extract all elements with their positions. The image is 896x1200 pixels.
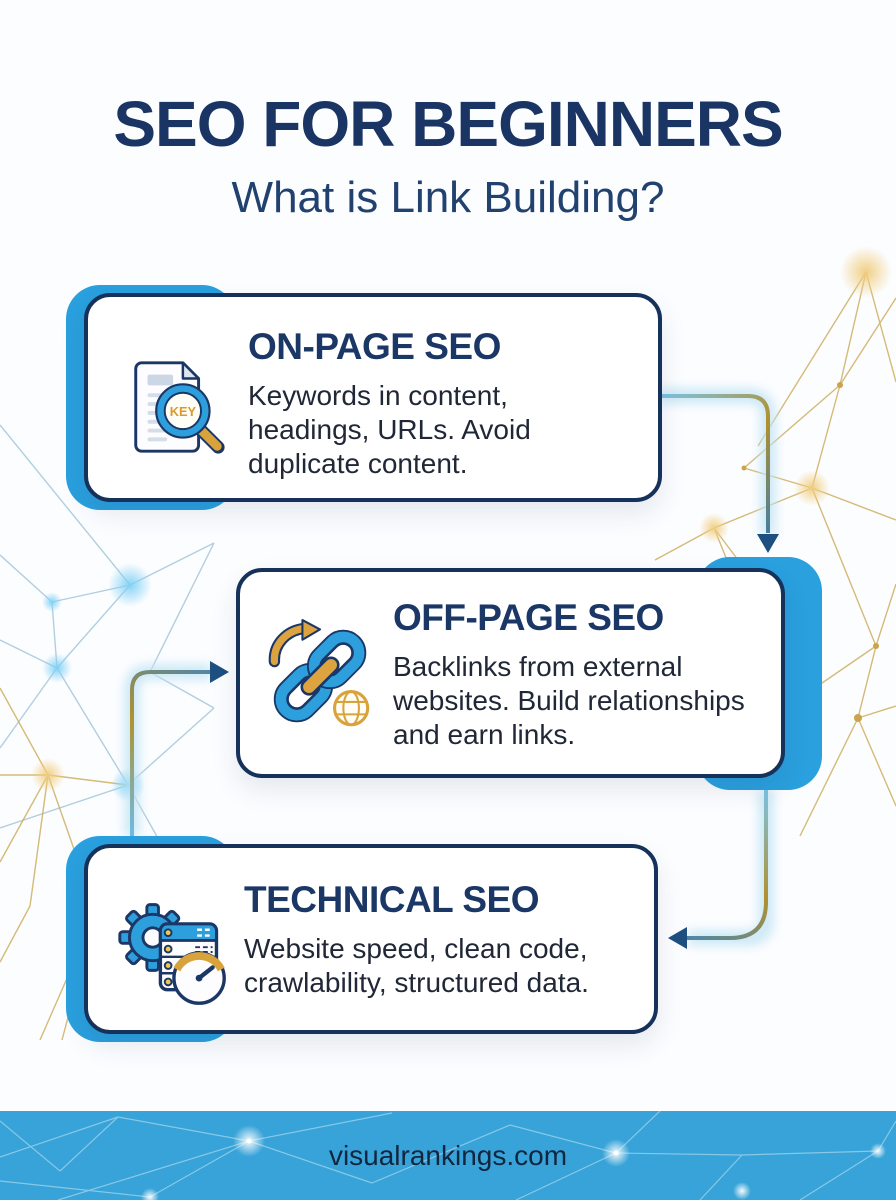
- card-body: Keywords in content, headings, URLs. Avo…: [248, 380, 531, 479]
- card-heading: OFF-PAGE SEO: [393, 597, 664, 638]
- card-text-block: TECHNICAL SEO Website speed, clean code,…: [244, 878, 644, 1000]
- document-keyword-magnifier-icon: KEY: [122, 353, 230, 466]
- connector-card3-card2: [130, 661, 229, 840]
- card-off-page-seo: OFF-PAGE SEO Backlinks from external web…: [236, 568, 785, 778]
- footer-banner: visualrankings.com: [0, 1111, 896, 1200]
- gear-server-speedometer-icon: [114, 898, 230, 1011]
- connector-card1-card2: [659, 394, 779, 553]
- card-text-block: ON-PAGE SEO Keywords in content, heading…: [248, 325, 638, 481]
- page-subtitle: What is Link Building?: [231, 173, 665, 222]
- page-title: SEO FOR BEGINNERS: [113, 88, 783, 160]
- link-building-icon: [262, 618, 376, 737]
- footer-website-text: visualrankings.com: [328, 1140, 568, 1171]
- card-text-block: OFF-PAGE SEO Backlinks from external web…: [393, 596, 773, 752]
- card-technical-seo: TECHNICAL SEO Website speed, clean code,…: [84, 844, 658, 1034]
- card-heading: ON-PAGE SEO: [248, 326, 501, 367]
- card-body: Website speed, clean code, crawlability,…: [244, 933, 589, 998]
- card-heading: TECHNICAL SEO: [244, 879, 540, 920]
- card-body: Backlinks from external websites. Build …: [393, 651, 745, 750]
- card-on-page-seo: KEY ON-PAGE SEO Keywords in content, hea…: [84, 293, 662, 502]
- key-label: KEY: [170, 404, 197, 419]
- connector-card2-card3: [668, 790, 768, 949]
- footer-network-decoration: [0, 1111, 896, 1200]
